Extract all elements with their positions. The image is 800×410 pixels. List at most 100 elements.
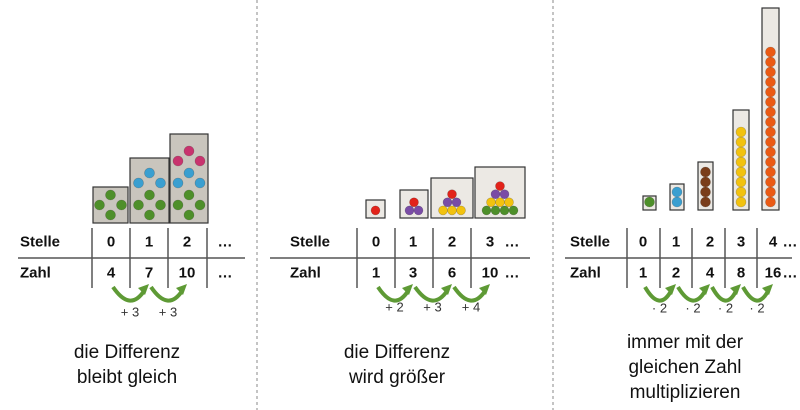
number-cell: 3 (408, 264, 418, 282)
candy (105, 189, 116, 201)
operation-label: + 2 (385, 299, 404, 315)
arrow-head (138, 284, 149, 295)
arrow-head (176, 284, 187, 295)
number-cell: 4 (106, 264, 116, 282)
row-label-stelle: Stelle (570, 233, 611, 251)
candy (105, 209, 116, 221)
candy (765, 156, 776, 168)
arrow-head (402, 284, 413, 295)
candy (490, 189, 501, 199)
candy (765, 46, 776, 58)
operation-label: + 4 (461, 299, 481, 315)
operation-label: · 2 (749, 300, 765, 316)
row-label-zahl: Zahl (20, 264, 51, 282)
caption-line: immer mit der (626, 332, 744, 353)
ellipsis: … (782, 264, 798, 282)
candy (735, 136, 747, 148)
number-cell: 7 (144, 264, 154, 282)
candy (438, 205, 448, 216)
candy (490, 205, 501, 216)
operation-label: · 2 (651, 300, 668, 316)
candy (765, 116, 776, 128)
candy (765, 196, 776, 208)
number-cell: 2 (671, 264, 681, 282)
position-cell: 4 (768, 233, 778, 251)
candy (671, 186, 683, 198)
arrow-head (441, 284, 452, 295)
arrow-head (699, 284, 710, 295)
caption-line: gleichen Zahl (628, 357, 742, 378)
candy (765, 146, 776, 158)
candy (144, 209, 155, 221)
candy (765, 136, 776, 148)
candy (495, 197, 505, 208)
operation-label: · 2 (685, 300, 701, 316)
operation-label: · 2 (717, 300, 734, 316)
position-cell: 1 (671, 233, 681, 251)
number-cell: 1 (638, 264, 648, 282)
row-label-zahl: Zahl (570, 264, 601, 282)
candy (765, 166, 776, 178)
position-cell: 3 (485, 233, 495, 251)
candy (413, 205, 424, 216)
position-cell: 2 (705, 233, 715, 251)
caption: die Differenz bleibt gleich (74, 340, 180, 390)
curved-arrow (111, 285, 146, 303)
candy (735, 126, 747, 138)
number-cell: 10 (178, 264, 196, 282)
candy (765, 86, 776, 98)
row-label-stelle: Stelle (290, 233, 331, 251)
candy (442, 197, 453, 208)
candy (404, 205, 415, 216)
candy (144, 167, 155, 179)
curved-arrow (741, 285, 770, 303)
candy (700, 166, 711, 178)
candy (765, 66, 776, 78)
candy (671, 196, 683, 208)
ellipsis: … (217, 233, 233, 251)
position-cell: 0 (106, 233, 116, 251)
candy (133, 177, 144, 189)
position-cell: 1 (144, 233, 154, 251)
candy (481, 205, 492, 216)
candy (508, 205, 519, 216)
position-cell: 0 (638, 233, 648, 251)
candy (735, 186, 747, 198)
candy (144, 189, 155, 201)
arrow-head (762, 284, 773, 295)
candy (447, 189, 457, 199)
candy (765, 56, 776, 68)
curved-arrow (676, 285, 707, 303)
candy (700, 186, 711, 198)
candy (735, 196, 747, 208)
candy (486, 197, 496, 208)
candy (495, 181, 505, 191)
number-cell: 1 (371, 264, 381, 282)
candy (155, 199, 166, 211)
candy (194, 177, 206, 189)
caption-line: die Differenz (343, 342, 451, 363)
caption-line: die Differenz (73, 342, 181, 363)
row-label-zahl: Zahl (290, 264, 321, 282)
caption-line: bleibt gleich (76, 367, 178, 388)
candy (765, 106, 776, 118)
candy (765, 176, 776, 188)
candy (183, 167, 195, 179)
ellipsis: … (504, 264, 520, 282)
candy (735, 156, 747, 168)
curved-arrow (413, 285, 449, 303)
curved-arrow (149, 285, 184, 303)
candy (499, 205, 510, 216)
ellipsis: … (217, 264, 233, 282)
candy (183, 145, 195, 157)
number-cell: 6 (447, 264, 457, 282)
ellipsis: … (782, 233, 798, 251)
candy (504, 197, 514, 208)
candy (172, 155, 184, 167)
number-cell: 10 (481, 264, 499, 282)
ellipsis: … (504, 233, 520, 251)
candy (94, 199, 105, 211)
